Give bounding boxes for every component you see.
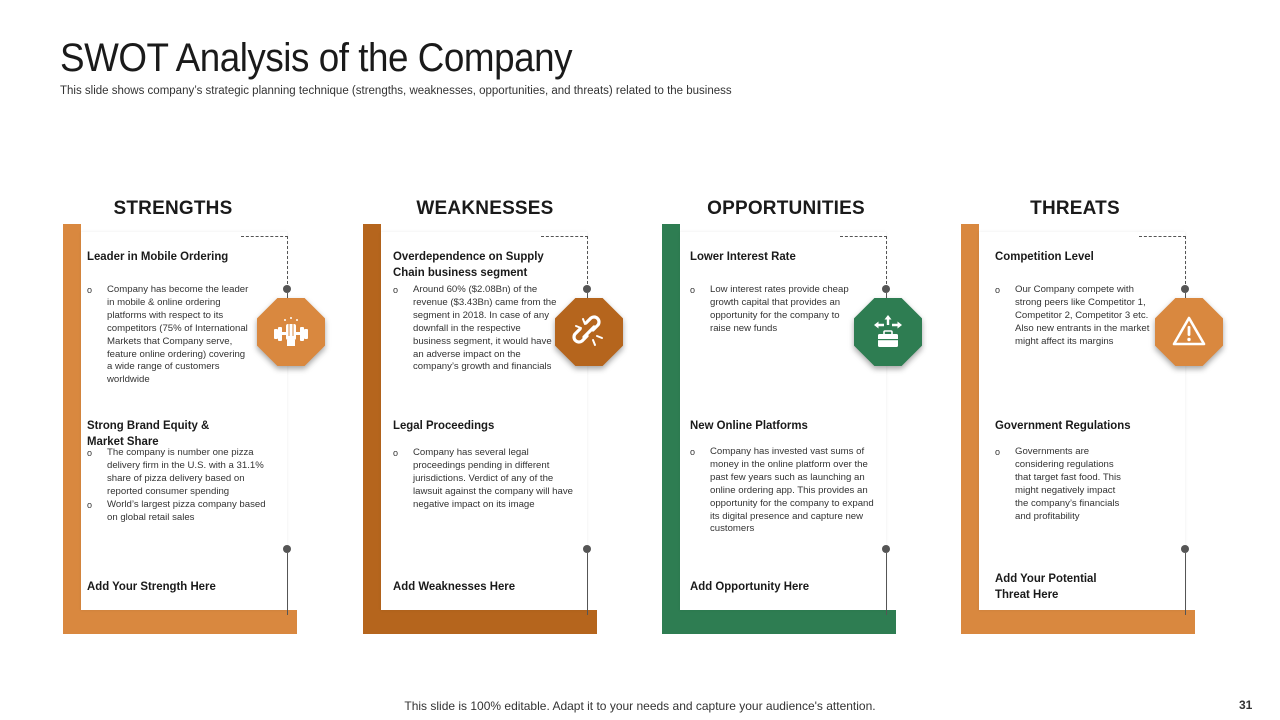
column-frame: Competition Level Our Company compete wi… xyxy=(961,224,1223,634)
connector-dot xyxy=(882,545,890,553)
content-panel: Lower Interest Rate Low interest rates p… xyxy=(680,232,890,615)
connector-line-top xyxy=(241,236,288,289)
point-title: Strong Brand Equity & Market Share xyxy=(87,418,210,448)
list-item: Our Company compete with strong peers li… xyxy=(995,284,1150,349)
strengths-column: STRENGTHS Leader in Mobile Ordering Comp… xyxy=(63,190,325,636)
frame-bar-left xyxy=(662,224,680,634)
bullet-list: Governments are considering regulations … xyxy=(995,446,1125,523)
connector-dot xyxy=(283,285,291,293)
bullet-list: The company is number one pizza delivery… xyxy=(87,447,277,524)
frame-bar-bottom xyxy=(961,610,1195,634)
frame-bar-bottom xyxy=(63,610,297,634)
column-heading: STRENGTHS xyxy=(113,198,233,219)
weaknesses-column: WEAKNESSES Overdependence on Supply Chai… xyxy=(363,190,623,636)
bullet-list: Low interest rates provide cheap growth … xyxy=(690,284,850,336)
connector-line-top xyxy=(1139,236,1186,289)
connector-line-top xyxy=(840,236,887,289)
column-heading: THREATS xyxy=(1030,198,1120,219)
briefcase-arrows-icon xyxy=(854,298,922,366)
frame-bar-left xyxy=(63,224,81,634)
bullet-list: Company has become the leader in mobile … xyxy=(87,284,252,387)
connector-dot xyxy=(283,545,291,553)
bullet-list: Around 60% ($2.08Bn) of the revenue ($3.… xyxy=(393,284,558,374)
connector-dot xyxy=(583,285,591,293)
point-title: Competition Level xyxy=(995,249,1094,263)
point-title: Leader in Mobile Ordering xyxy=(87,249,229,263)
bullet-list: Company has several legal proceedings pe… xyxy=(393,447,578,512)
page-number: 31 xyxy=(1239,698,1253,712)
placeholder-text: Add Your Potential Threat Here xyxy=(995,571,1097,601)
content-panel: Leader in Mobile Ordering Company has be… xyxy=(81,232,291,615)
list-item: Around 60% ($2.08Bn) of the revenue ($3.… xyxy=(393,284,558,374)
placeholder-text: Add Your Strength Here xyxy=(87,579,216,593)
list-item: Company has several legal proceedings pe… xyxy=(393,447,578,512)
list-item: Low interest rates provide cheap growth … xyxy=(690,284,850,336)
threats-column: THREATS Competition Level Our Company co… xyxy=(961,190,1223,636)
column-frame: Overdependence on Supply Chain business … xyxy=(363,224,623,634)
connector-dot xyxy=(1181,545,1189,553)
column-heading: WEAKNESSES xyxy=(416,198,554,219)
list-item: Company has invested vast sums of money … xyxy=(690,446,880,536)
content-panel: Competition Level Our Company compete wi… xyxy=(979,232,1189,615)
frame-bar-bottom xyxy=(363,610,597,634)
list-item: Company has become the leader in mobile … xyxy=(87,284,252,387)
placeholder-text: Add Opportunity Here xyxy=(690,579,810,593)
list-item: The company is number one pizza delivery… xyxy=(87,447,277,499)
frame-bar-left xyxy=(961,224,979,634)
bullet-list: Company has invested vast sums of money … xyxy=(690,446,880,536)
connector-line-bottom xyxy=(886,553,887,615)
placeholder-text: Add Weaknesses Here xyxy=(393,579,516,593)
point-title: Lower Interest Rate xyxy=(690,249,796,263)
column-frame: Leader in Mobile Ordering Company has be… xyxy=(63,224,325,634)
page-title: SWOT Analysis of the Company xyxy=(60,36,573,80)
page-subtitle: This slide shows company’s strategic pla… xyxy=(60,85,732,97)
connector-line-bottom xyxy=(287,553,288,615)
bullet-list: Our Company compete with strong peers li… xyxy=(995,284,1150,349)
footer-note: This slide is 100% editable. Adapt it to… xyxy=(404,699,876,713)
connector-dot xyxy=(882,285,890,293)
weightlifting-icon xyxy=(257,298,325,366)
point-title: New Online Platforms xyxy=(690,418,808,432)
point-title: Government Regulations xyxy=(995,418,1131,432)
warning-icon xyxy=(1155,298,1223,366)
connector-line-bottom xyxy=(587,553,588,615)
connector-line-bottom xyxy=(1185,553,1186,615)
connector-line-top xyxy=(541,236,588,289)
frame-bar-left xyxy=(363,224,381,634)
column-heading: OPPORTUNITIES xyxy=(707,198,865,219)
frame-bar-bottom xyxy=(662,610,896,634)
broken-link-icon xyxy=(555,298,623,366)
opportunities-column: OPPORTUNITIES Lower Interest Rate Low in… xyxy=(662,190,922,636)
content-panel: Overdependence on Supply Chain business … xyxy=(381,232,591,615)
list-item: World’s largest pizza company based on g… xyxy=(87,499,277,525)
point-title: Legal Proceedings xyxy=(393,418,495,432)
point-title: Overdependence on Supply Chain business … xyxy=(393,249,544,279)
connector-dot xyxy=(583,545,591,553)
column-frame: Lower Interest Rate Low interest rates p… xyxy=(662,224,922,634)
list-item: Governments are considering regulations … xyxy=(995,446,1125,523)
connector-dot xyxy=(1181,285,1189,293)
